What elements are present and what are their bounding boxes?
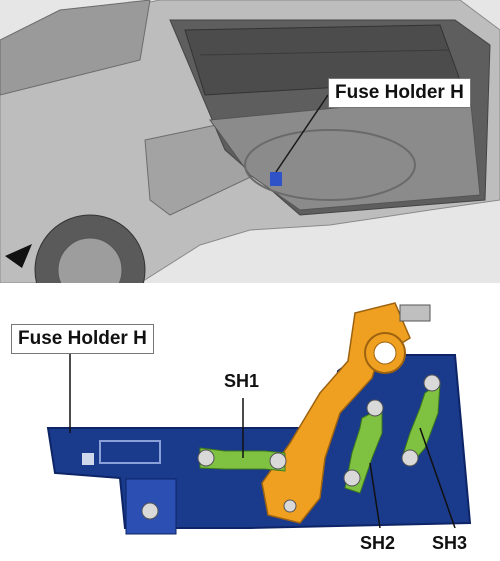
top-callout-label: Fuse Holder H [328,78,471,108]
fuse-holder-location-marker [270,172,282,186]
fuse-strip-sh1 [199,447,286,472]
label-sh1: SH1 [224,371,260,391]
label-sh3: SH3 [432,533,468,553]
fuse-holder-detail-view: Fuse Holder H SH1 SH2 SH3 [0,283,500,561]
label-sh2: SH2 [360,533,396,553]
vehicle-location-view: Fuse Holder H [0,0,500,283]
vehicle-illustration [0,0,500,283]
direction-arrow-icon [5,244,32,268]
bottom-callout-label: Fuse Holder H [11,324,154,354]
